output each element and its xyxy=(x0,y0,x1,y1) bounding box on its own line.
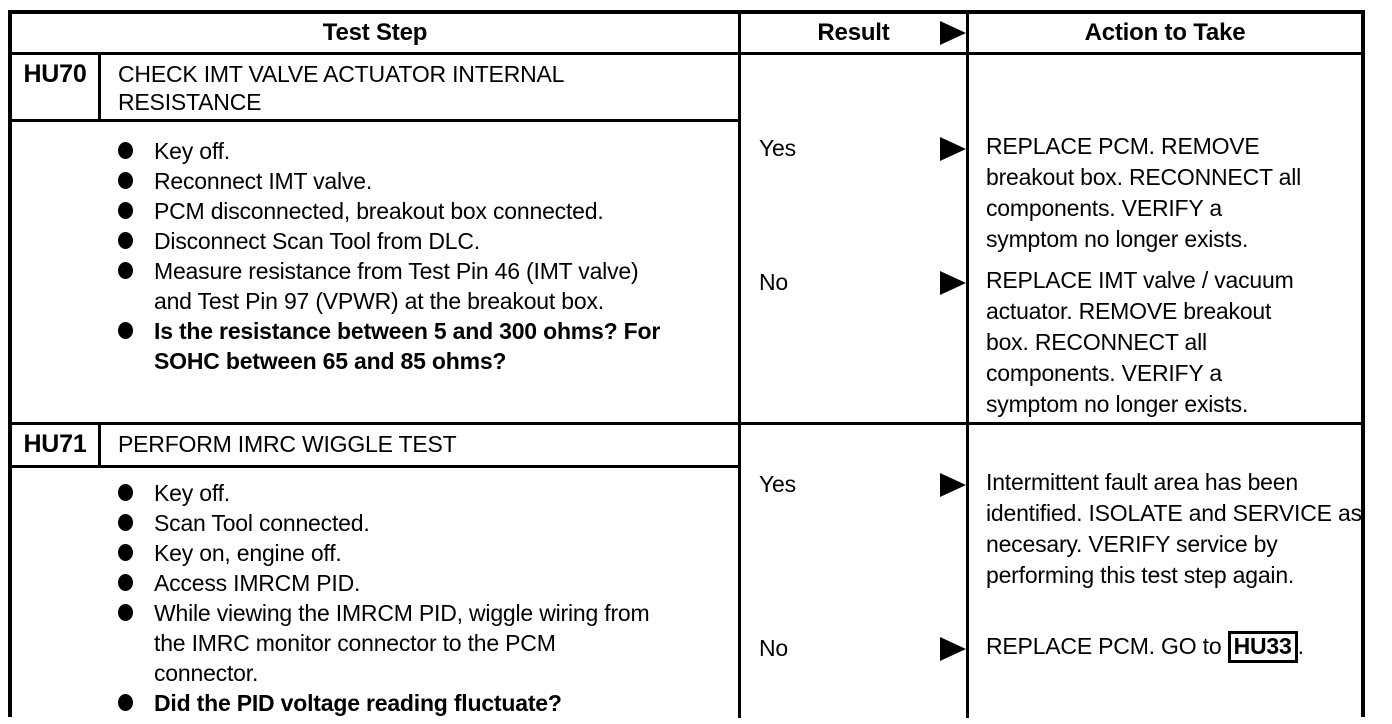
hu71-result-cell: Yes No xyxy=(738,422,966,718)
hu70-test-step-cell: HU70 CHECK IMT VALVE ACTUATOR INTERNAL R… xyxy=(12,52,738,422)
header-result-label: Result xyxy=(817,19,890,46)
list-item: Access IMRCM PID. xyxy=(116,568,661,598)
list-item: Key off. xyxy=(116,478,661,508)
hu71-step-title: PERFORM IMRC WIGGLE TEST xyxy=(118,431,457,457)
bullet-icon xyxy=(118,262,133,279)
hu70-step-title: CHECK IMT VALVE ACTUATOR INTERNAL RESIST… xyxy=(118,61,564,115)
result-no-label: No xyxy=(759,635,789,661)
hu71-step-id: HU71 xyxy=(12,425,101,465)
hu70-result-cell: Yes No xyxy=(738,52,966,422)
bullet-text: Measure resistance from Test Pin 46 (IMT… xyxy=(154,258,639,314)
bullet-icon xyxy=(118,694,133,711)
bullet-text: Scan Tool connected. xyxy=(154,510,370,536)
result-arrow-icon xyxy=(940,637,966,661)
hu71-test-step-cell: HU71 PERFORM IMRC WIGGLE TEST Key off. S… xyxy=(12,422,738,718)
bullet-icon xyxy=(118,544,133,561)
bullet-text: Key off. xyxy=(154,480,230,506)
hu71-result-yes: Yes xyxy=(759,471,966,497)
bullet-icon xyxy=(118,172,133,189)
test-step-reference: HU33 xyxy=(1227,631,1298,663)
result-yes-label: Yes xyxy=(759,471,796,497)
list-item: Scan Tool connected. xyxy=(116,508,661,538)
result-yes-label: Yes xyxy=(759,135,796,161)
header-test-step-label: Test Step xyxy=(322,19,428,46)
pinpoint-test-table: Test Step Result Action to Take HU70 CHE… xyxy=(8,10,1365,718)
bullet-icon xyxy=(118,574,133,591)
hu70-action-cell: REPLACE PCM. REMOVE breakout box. RECONN… xyxy=(966,52,1361,422)
hu70-bullet-list: Key off. Reconnect IMT valve. PCM discon… xyxy=(12,136,661,376)
bullet-text: Is the resistance between 5 and 300 ohms… xyxy=(154,318,661,374)
list-item: Key off. xyxy=(116,136,661,166)
action-text: . xyxy=(1297,633,1304,659)
list-item-question: Did the PID voltage reading fluctuate? xyxy=(116,688,661,718)
bullet-icon xyxy=(118,322,133,339)
bullet-icon xyxy=(118,202,133,219)
hu71-bullet-list: Key off. Scan Tool connected. Key on, en… xyxy=(12,478,661,718)
header-action-label: Action to Take xyxy=(1084,19,1246,46)
hu71-action-no: REPLACE PCM. GO to HU33. xyxy=(986,631,1368,663)
header-result: Result xyxy=(738,14,966,52)
list-item: Reconnect IMT valve. xyxy=(116,166,661,196)
list-item: While viewing the IMRCM PID, wiggle wiri… xyxy=(116,598,661,688)
list-item: Key on, engine off. xyxy=(116,538,661,568)
action-text: REPLACE PCM. GO to xyxy=(986,633,1228,659)
result-arrow-icon xyxy=(940,137,966,161)
hu71-action-yes: Intermittent fault area has been identif… xyxy=(986,469,1362,588)
list-item-question: Is the resistance between 5 and 300 ohms… xyxy=(116,316,661,376)
list-item: Disconnect Scan Tool from DLC. xyxy=(116,226,661,256)
list-item: Measure resistance from Test Pin 46 (IMT… xyxy=(116,256,661,316)
hu70-step-header: HU70 CHECK IMT VALVE ACTUATOR INTERNAL R… xyxy=(12,55,738,122)
bullet-text: Key on, engine off. xyxy=(154,540,342,566)
hu70-result-yes: Yes xyxy=(759,135,966,161)
bullet-text: Disconnect Scan Tool from DLC. xyxy=(154,228,480,254)
bullet-icon xyxy=(118,142,133,159)
bullet-text: While viewing the IMRCM PID, wiggle wiri… xyxy=(154,600,650,686)
bullet-icon xyxy=(118,604,133,621)
bullet-icon xyxy=(118,232,133,249)
bullet-text: Did the PID voltage reading fluctuate? xyxy=(154,690,562,716)
header-test-step: Test Step xyxy=(12,14,738,52)
list-item: PCM disconnected, breakout box connected… xyxy=(116,196,661,226)
bullet-text: Reconnect IMT valve. xyxy=(154,168,373,194)
bullet-text: PCM disconnected, breakout box connected… xyxy=(154,198,604,224)
hu71-action-cell: Intermittent fault area has been identif… xyxy=(966,422,1362,718)
hu71-step-header: HU71 PERFORM IMRC WIGGLE TEST xyxy=(12,425,738,468)
result-arrow-icon xyxy=(940,271,966,295)
result-no-label: No xyxy=(759,269,789,295)
header-action: Action to Take xyxy=(966,14,1361,52)
bullet-icon xyxy=(118,514,133,531)
bullet-text: Key off. xyxy=(154,138,230,164)
hu71-result-no: No xyxy=(759,635,966,661)
result-arrow-icon xyxy=(940,473,966,497)
hu70-step-id: HU70 xyxy=(12,55,101,119)
hu70-action-no: REPLACE IMT valve / vacuum actuator. REM… xyxy=(986,267,1294,417)
hu70-action-yes: REPLACE PCM. REMOVE breakout box. RECONN… xyxy=(986,133,1302,252)
bullet-icon xyxy=(118,484,133,501)
bullet-text: Access IMRCM PID. xyxy=(154,570,361,596)
hu70-result-no: No xyxy=(759,269,966,295)
result-arrow-icon xyxy=(940,21,966,45)
